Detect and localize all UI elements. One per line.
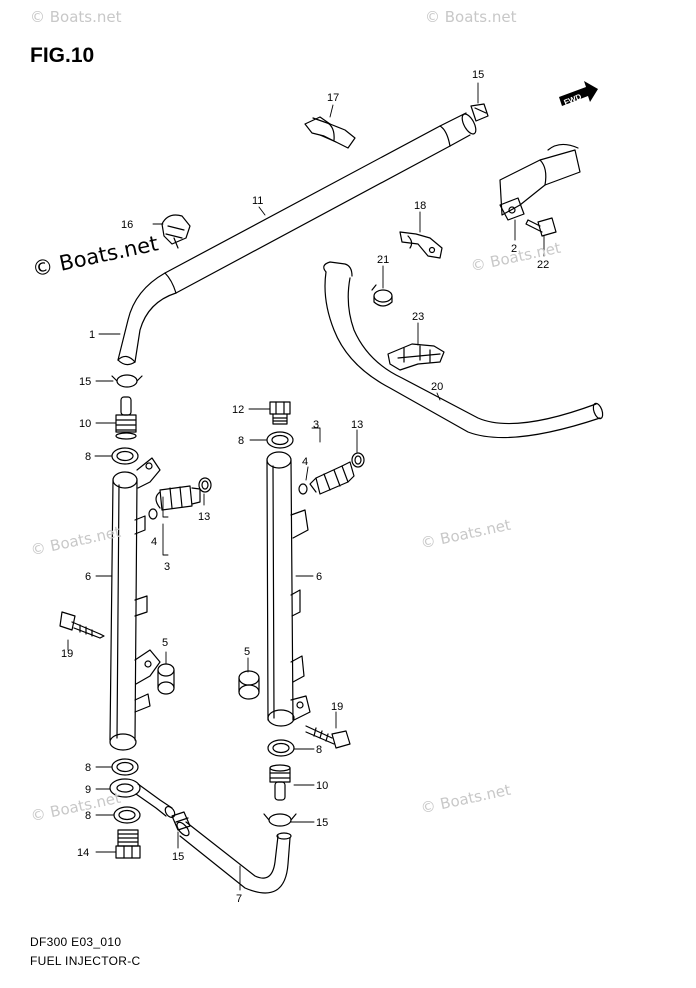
seal-13-right [351,452,365,468]
clamp-16 [161,214,191,249]
diagram-name: FUEL INJECTOR-C [30,954,141,968]
diagram-code: DF300 E03_010 [30,935,122,949]
seal-13-left [198,477,212,493]
label-5-left: 5 [162,637,168,649]
label-8-c: 8 [85,762,91,774]
hose-20 [323,261,604,439]
clamp-15-top [470,103,489,122]
clamp-15-bottom-left [171,811,191,831]
fitting-10-left [115,396,137,440]
label-8-e: 8 [316,744,322,756]
label-14: 14 [77,847,89,859]
label-3-right: 3 [313,419,319,431]
o-ring-8-c [111,758,139,776]
label-17: 17 [327,92,339,104]
banjo-9 [109,778,176,819]
bolt-19-right [305,725,351,749]
label-16: 16 [121,219,133,231]
label-8-d: 8 [85,810,91,822]
fwd-label: FWD [563,92,583,107]
o-ring-8-d [113,806,141,824]
label-3-left: 3 [164,561,170,573]
label-23: 23 [412,311,424,323]
label-15-bottom-right: 15 [316,817,328,829]
clamp-15-bottom-right [263,813,297,827]
label-11: 11 [252,195,263,207]
label-15-bottom-left: 15 [172,851,184,863]
label-15-top: 15 [472,69,484,81]
label-20: 20 [431,381,443,393]
label-8-a: 8 [85,451,91,463]
clamp-21 [371,284,393,307]
label-13-left: 13 [198,511,210,523]
watermark: © Boats.net [30,8,122,26]
label-7: 7 [236,893,242,905]
label-10-right: 10 [316,780,328,792]
label-21: 21 [377,254,389,266]
label-8-b: 8 [238,435,244,447]
spacer-5-right [238,670,260,700]
part-labels: 15 17 16 11 1 15 10 8 6 12 8 4 3 13 3 4 … [61,69,549,905]
bolt-19-left [59,611,105,639]
o-ring-8-b [266,431,294,449]
plug-12 [269,401,291,425]
o-ring-8-e [267,739,295,757]
watermark: © Boats.net [425,8,517,26]
label-2: 2 [511,243,517,255]
spacer-5-left [157,663,175,695]
clamp-15-left [111,374,143,388]
injector-3-right [298,461,355,495]
figure-title: FIG.10 [30,44,95,67]
label-9: 9 [85,784,91,796]
label-19-left: 19 [61,648,73,660]
label-4-right: 4 [302,456,308,468]
label-19-right: 19 [331,701,343,713]
leader-lines [67,82,545,891]
fitting-10-right [269,764,291,801]
o-ring-8-a [111,447,139,465]
fuel-pipe-upper [117,112,477,366]
bracket-2 [499,143,581,221]
bolt-14 [115,829,141,859]
label-6-left: 6 [85,571,91,583]
clip-18 [399,231,443,259]
label-4-left: 4 [151,536,157,548]
hose-7 [176,821,292,894]
label-6-right: 6 [316,571,322,583]
label-10-left: 10 [79,418,91,430]
fuel-rail-6-left [109,457,161,751]
label-1: 1 [89,329,95,341]
clip-23 [387,343,445,371]
bolt-22 [525,217,557,237]
label-5-right: 5 [244,646,250,658]
label-13-right: 13 [351,419,363,431]
label-15-left: 15 [79,376,91,388]
fwd-arrow: FWD [559,81,598,107]
label-12: 12 [232,404,244,416]
injector-3-left [148,485,201,520]
clamp-17 [304,116,356,149]
label-18: 18 [414,200,426,212]
label-22: 22 [537,259,549,271]
fuel-rail-6-right [266,451,311,727]
